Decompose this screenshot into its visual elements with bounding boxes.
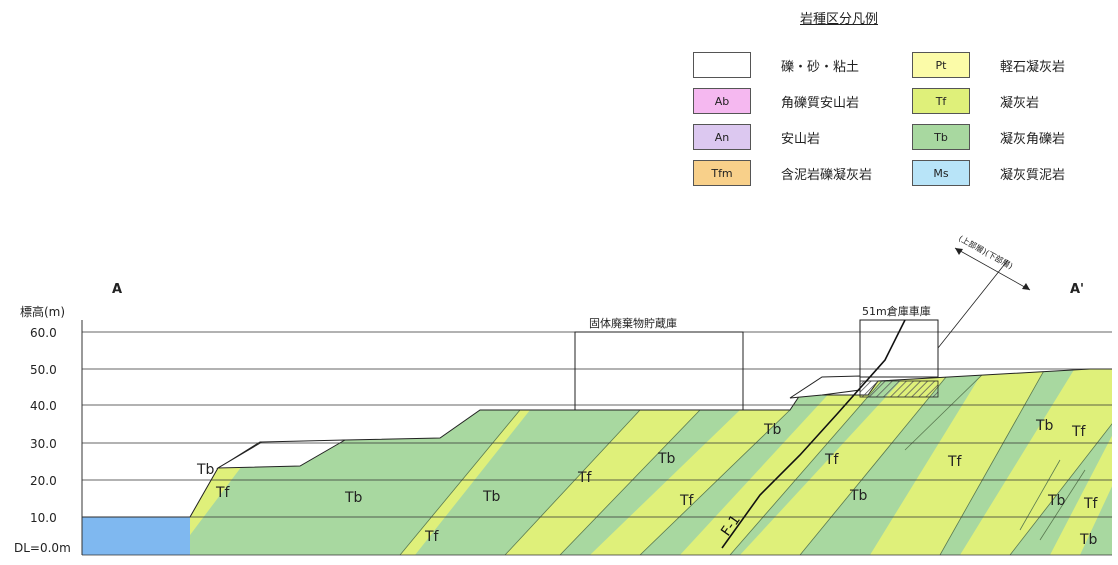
legend-swatch: Ab: [693, 88, 751, 114]
unit-label-tf: Tf: [1071, 424, 1087, 440]
tick-20: 20.0: [30, 474, 57, 488]
legend-title: 岩種区分凡例: [800, 12, 879, 27]
legend-label: 角礫質安山岩: [781, 96, 860, 111]
fault-line: [721, 319, 906, 549]
legend-swatch: An: [693, 124, 751, 150]
leader-line: [937, 259, 1009, 349]
legend-label: 含泥岩礫凝灰岩: [781, 168, 873, 183]
unit-label-tf: Tf: [1083, 496, 1099, 512]
tf-band-3: [505, 410, 700, 555]
water-area: [82, 517, 190, 555]
unit-labels: Tb Tf Tb Tb Tf Tf Tb Tf Tb Tf Tb Tf Tb T…: [196, 418, 1099, 548]
legend-swatch: [693, 52, 751, 78]
garage-building: [859, 319, 939, 378]
axis-title: 標高(m): [20, 304, 65, 319]
legend-label: 凝灰角礫岩: [1000, 132, 1066, 147]
solid-waste-label: 固体廃棄物貯蔵庫: [589, 316, 677, 330]
gridlines: [82, 331, 1112, 556]
unit-label-tb: Tb: [657, 451, 676, 467]
unit-label-tf: Tf: [679, 493, 695, 509]
unit-label-tb: Tb: [344, 490, 363, 506]
tick-0: DL=0.0m: [14, 541, 71, 555]
tf-band-2: [400, 410, 530, 555]
unit-label-tb: Tb: [1079, 532, 1098, 548]
unit-label-tb: Tb: [763, 422, 782, 438]
surface-deposit: [216, 439, 346, 469]
tick-40: 40.0: [30, 399, 57, 413]
tf-band-7: [870, 369, 1050, 555]
legend-label: 凝灰岩: [1000, 96, 1040, 111]
tf-band-9: [1050, 430, 1112, 555]
legend-label: 礫・砂・粘土: [781, 60, 860, 75]
legend-swatch: Tfm: [693, 160, 751, 186]
legend-swatch: Tb: [912, 124, 970, 150]
garage-foundation: [859, 380, 939, 398]
elevation-ticks: 60.0 50.0 40.0 30.0 20.0 10.0 DL=0.0m: [14, 326, 71, 555]
tf-band-5: [680, 369, 900, 555]
solid-waste-building: [574, 331, 744, 411]
unit-label-tb: Tb: [849, 488, 868, 504]
tf-band-6: [740, 369, 960, 555]
tick-10: 10.0: [30, 511, 57, 525]
section-end-label: A': [1070, 282, 1084, 297]
tf-band-4: [590, 410, 790, 555]
legend-label: 軽石凝灰岩: [1000, 60, 1066, 75]
legend-swatch: Pt: [912, 52, 970, 78]
unit-label-tb: Tb: [1035, 418, 1054, 434]
unit-label-tf: Tf: [424, 529, 440, 545]
section-start-label: A: [112, 282, 122, 297]
garage-label: 51m倉庫車庫: [862, 304, 931, 318]
tick-50: 50.0: [30, 363, 57, 377]
unit-label-tf: Tf: [215, 485, 231, 501]
unit-label-tf: Tf: [577, 470, 593, 486]
tf-band-8: [960, 369, 1112, 555]
legend-label: 凝灰質泥岩: [1000, 168, 1066, 183]
legend-label: 安山岩: [781, 132, 821, 147]
unit-label-tf: Tf: [824, 452, 840, 468]
arrow-head-right: [1022, 283, 1030, 290]
direction-arrow: [954, 247, 1031, 291]
legend-swatch: Ms: [912, 160, 970, 186]
unit-label-tb: Tb: [482, 489, 501, 505]
legend-swatch: Tf: [912, 88, 970, 114]
tick-60: 60.0: [30, 326, 57, 340]
arrow-head-left: [955, 248, 963, 255]
unit-label-tb: Tb: [1047, 493, 1066, 509]
unit-label-tb: Tb: [196, 462, 215, 478]
unit-label-tf: Tf: [947, 454, 963, 470]
tick-30: 30.0: [30, 437, 57, 451]
